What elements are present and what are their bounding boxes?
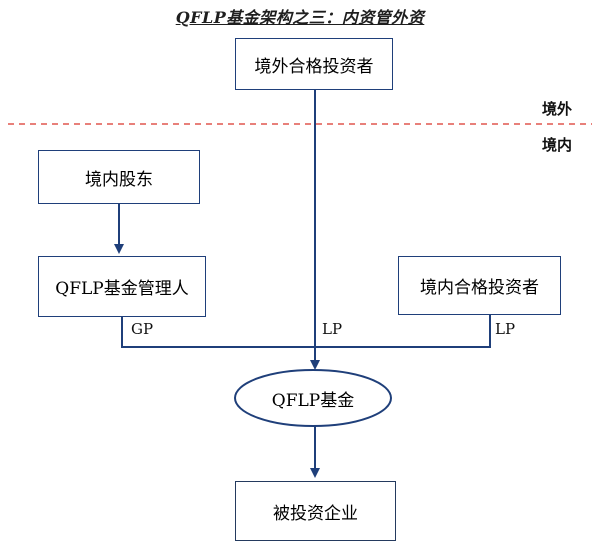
node-fund: QFLP基金: [235, 370, 391, 426]
edge-label-lp-foreign: LP: [322, 320, 343, 338]
node-foreign-investor-label: 境外合格投资者: [254, 56, 374, 77]
node-domestic-shareholder: 境内股东: [38, 150, 200, 204]
node-portfolio-company: 被投资企业: [235, 481, 396, 541]
fund-node-shape: [234, 369, 392, 427]
region-label-inside: 境内: [542, 136, 573, 154]
node-domestic-investor-label: 境内合格投资者: [420, 278, 539, 298]
node-fund-label: QFLP基金: [271, 390, 355, 411]
diagram-title: QFLP基金架构之三：内资管外资: [175, 8, 425, 27]
region-label-outside: 境外: [542, 100, 573, 118]
edge-label-gp: GP: [131, 320, 154, 338]
node-foreign-investor: 境外合格投资者: [235, 38, 393, 90]
edge-label-lp-domestic: LP: [495, 320, 516, 338]
node-fund-manager: QFLP基金管理人: [38, 256, 206, 317]
node-portfolio-company-label: 被投资企业: [273, 503, 358, 524]
node-fund-manager-label: QFLP基金管理人: [55, 279, 189, 299]
node-domestic-shareholder-label: 境内股东: [85, 169, 153, 190]
node-domestic-investor: 境内合格投资者: [398, 256, 561, 315]
